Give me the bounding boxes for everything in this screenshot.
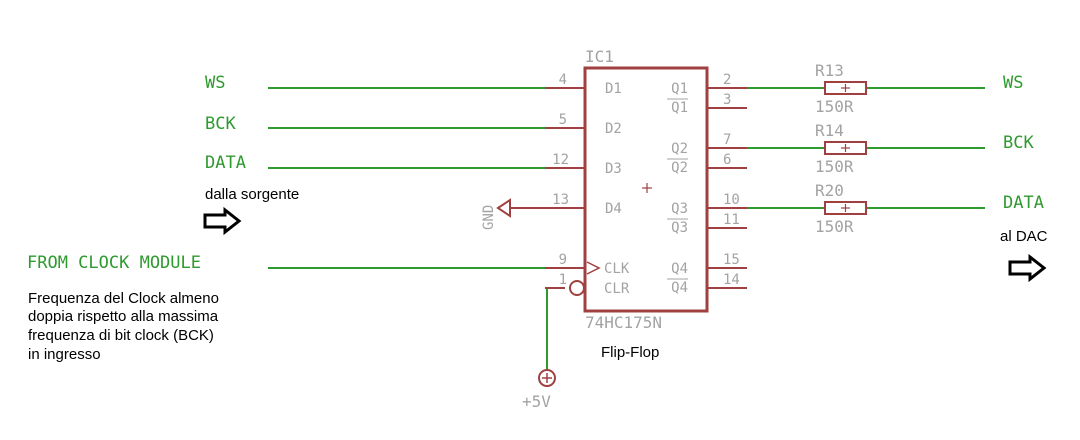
pin-number: 10 [723, 192, 740, 208]
pin-number: 14 [723, 272, 740, 288]
pin-number: 11 [723, 212, 740, 228]
pin-number: 1 [559, 272, 567, 288]
clk-triangle [586, 261, 601, 275]
pin-number: 9 [559, 252, 567, 268]
pin-name: D2 [605, 121, 622, 137]
pin-name: Q3 [671, 201, 688, 217]
pin-name: Q4 [671, 280, 688, 296]
ic-origin-mark [642, 183, 652, 193]
pin-number: 13 [552, 192, 569, 208]
gnd-label: GND [481, 205, 497, 230]
right-arrow-icon [1008, 253, 1047, 283]
pin-name: D4 [605, 201, 622, 217]
pin-number: 5 [559, 112, 567, 128]
pin-name: CLR [604, 281, 630, 297]
net-label-bck-in: BCK [205, 114, 236, 134]
resistor-ref-label: R14 [815, 121, 844, 140]
pin-name: Q1 [671, 81, 688, 97]
pin-number: 3 [723, 92, 731, 108]
net-label-data-out: DATA [1003, 193, 1044, 213]
pin-number: 7 [723, 132, 731, 148]
ground-icon [496, 198, 545, 218]
pin-number: 4 [559, 72, 567, 88]
pin-name: Q1 [671, 100, 688, 116]
resistor-value-label: 150R [815, 217, 854, 236]
ic-caption: Flip-Flop [601, 344, 659, 361]
net-label-ws-out: WS [1003, 73, 1023, 93]
note-source: dalla sorgente [205, 186, 299, 203]
note-clock-line: Frequenza del Clock almeno [28, 290, 219, 307]
resistor-r13-body [824, 81, 867, 95]
note-clock-line: doppia rispetto alla massima [28, 308, 219, 325]
ic-body [583, 66, 709, 313]
note-clock-line: in ingresso [28, 346, 101, 363]
pin-name: CLK [604, 261, 630, 277]
ic-ref-label: IC1 [585, 47, 614, 66]
wire-clr-vcc [546, 287, 565, 370]
resistor-value-label: 150R [815, 97, 854, 116]
inverted-output-overbars [667, 98, 688, 280]
resistor-r14-body [824, 141, 867, 155]
resistor-value-label: 150R [815, 157, 854, 176]
net-label-bck-out: BCK [1003, 133, 1034, 153]
pin-name: D1 [605, 81, 622, 97]
note-dac: al DAC [1000, 228, 1048, 245]
pin-name: D3 [605, 161, 622, 177]
pin-name: Q2 [671, 160, 688, 176]
resistor-ref-label: R13 [815, 61, 844, 80]
power-plus-icon [538, 369, 556, 387]
resistor-r20-body [824, 201, 867, 215]
net-label-ws-in: WS [205, 73, 225, 93]
pin-number: 2 [723, 72, 731, 88]
pin-number: 12 [552, 152, 569, 168]
net-label-data-in: DATA [205, 153, 246, 173]
pin-number: 6 [723, 152, 731, 168]
note-clock-line: frequenza di bit clock (BCK) [28, 327, 214, 344]
pin-number: 15 [723, 252, 740, 268]
vcc-label: +5V [522, 392, 551, 411]
net-label-clock-in: FROM CLOCK MODULE [27, 253, 201, 273]
resistor-ref-label: R20 [815, 181, 844, 200]
pin-name: Q3 [671, 220, 688, 236]
right-arrow-icon [203, 206, 242, 236]
ic-value-label: 74HC175N [585, 313, 662, 332]
pin-name: Q4 [671, 261, 688, 277]
clr-inversion-bubble [569, 280, 585, 296]
pin-name: Q2 [671, 141, 688, 157]
